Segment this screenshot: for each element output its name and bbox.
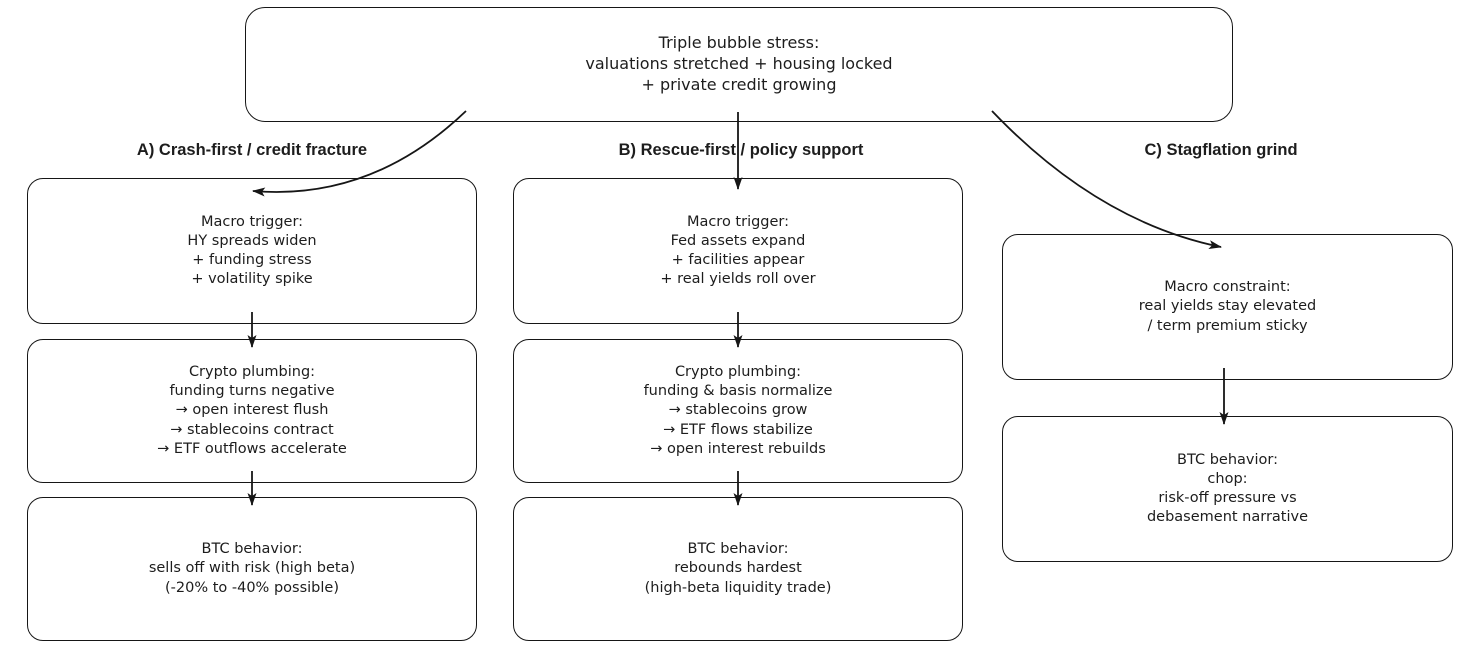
scenario-c-header: C) Stagflation grind [1144,141,1298,159]
node-a-macro-trigger-text: Macro trigger: HY spreads widen + fundin… [187,213,317,288]
node-b-macro-trigger-text: Macro trigger: Fed assets expand + facil… [660,213,816,288]
node-root-triple-bubble-stress: Triple bubble stress: valuations stretch… [245,7,1233,122]
node-a-crypto-plumbing: Crypto plumbing: funding turns negative … [27,339,477,483]
node-c-btc-behavior-text: BTC behavior: chop: risk-off pressure vs… [1146,451,1309,526]
node-b-macro-trigger: Macro trigger: Fed assets expand + facil… [513,178,963,324]
node-c-macro-constraint: Macro constraint: real yields stay eleva… [1002,234,1453,380]
node-b-btc-behavior: BTC behavior: rebounds hardest (high-bet… [513,497,963,641]
node-a-crypto-plumbing-text: Crypto plumbing: funding turns negative … [157,364,347,457]
arrow-root-to-scenario-c [991,110,1222,250]
node-root-text: Triple bubble stress: valuations stretch… [585,33,893,94]
scenario-a-header: A) Crash-first / credit fracture [136,141,368,159]
node-c-macro-constraint-text: Macro constraint: real yields stay eleva… [1138,279,1317,334]
node-a-macro-trigger: Macro trigger: HY spreads widen + fundin… [27,178,477,324]
node-a-btc-behavior: BTC behavior: sells off with risk (high … [27,497,477,641]
node-b-btc-behavior-text: BTC behavior: rebounds hardest (high-bet… [644,541,832,596]
node-b-crypto-plumbing: Crypto plumbing: funding & basis normali… [513,339,963,483]
scenario-b-header: B) Rescue-first / policy support [618,141,864,159]
node-c-btc-behavior: BTC behavior: chop: risk-off pressure vs… [1002,416,1453,562]
node-b-crypto-plumbing-text: Crypto plumbing: funding & basis normali… [643,364,833,457]
node-a-btc-behavior-text: BTC behavior: sells off with risk (high … [148,541,356,596]
